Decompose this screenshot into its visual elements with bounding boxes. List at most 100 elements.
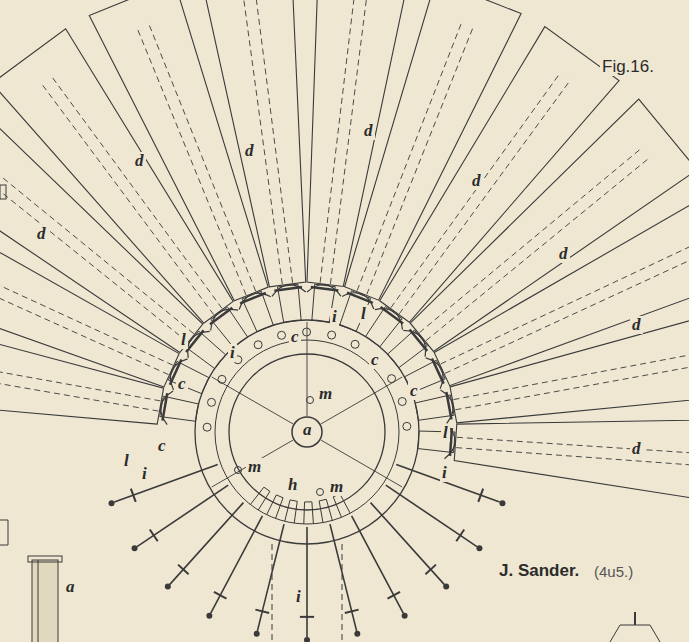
rod-collar — [255, 610, 269, 613]
rod-i — [396, 464, 499, 502]
part-letter: a — [64, 578, 77, 596]
part-letter: d — [362, 122, 375, 140]
rod-collar — [214, 592, 227, 599]
rod-i — [137, 485, 228, 547]
hole-m — [235, 467, 242, 474]
part-letter: i — [140, 465, 149, 483]
signature: (4u5.) — [592, 564, 635, 580]
block-c — [388, 330, 428, 368]
arm-dashed-line — [455, 358, 689, 410]
rod-collar — [388, 592, 401, 599]
rod-knob — [499, 500, 505, 506]
spoke — [212, 377, 293, 424]
blade-outline — [200, 0, 305, 287]
arm-dashed-line — [457, 437, 689, 456]
bar-l — [311, 287, 339, 290]
part-letter: m — [317, 385, 334, 403]
lobe — [426, 358, 443, 389]
part-letter: c — [156, 437, 168, 455]
part-letter: i — [330, 308, 339, 326]
hole-m — [307, 397, 314, 404]
bolt — [218, 375, 226, 383]
part-letter: m — [246, 458, 263, 476]
lobe — [342, 293, 374, 309]
notch — [319, 499, 332, 522]
blade-outline — [450, 302, 689, 423]
rod-knob — [443, 584, 449, 590]
part-letter: l — [441, 424, 450, 442]
notch — [333, 494, 350, 517]
rod-i — [371, 503, 445, 585]
notch — [304, 502, 314, 524]
bar-l — [210, 308, 232, 325]
rod-knob — [402, 613, 408, 619]
rod-collar — [478, 489, 483, 502]
part-letter: d — [133, 152, 146, 170]
column-cap — [28, 556, 62, 562]
part-letter: h — [286, 476, 299, 494]
part-letter: l — [179, 331, 188, 349]
bar-l — [432, 358, 444, 383]
rod-collar — [178, 565, 189, 575]
figure-number: Fig.16. — [600, 58, 656, 76]
arm-dashed-line — [456, 448, 689, 469]
guide-dashed-line — [272, 544, 273, 642]
rod-collar — [425, 565, 436, 575]
bolt — [278, 331, 286, 339]
lobe — [307, 285, 341, 297]
part-letter: l — [359, 305, 368, 323]
bar-l — [410, 329, 428, 350]
bar-l — [381, 307, 403, 323]
part-letter: i — [440, 464, 449, 482]
block-c — [186, 331, 226, 368]
shaft-a — [292, 417, 322, 447]
part-letter: c — [289, 328, 301, 346]
part-letter: d — [630, 440, 643, 458]
edge-part — [0, 520, 8, 545]
bolt — [207, 398, 215, 406]
signature: J. Sander. — [497, 562, 581, 580]
rod-i — [257, 524, 284, 631]
rod-knob — [132, 545, 138, 551]
blades — [0, 0, 689, 510]
rod-knob — [304, 637, 310, 642]
part-letter: c — [408, 382, 420, 400]
bolt — [254, 341, 262, 349]
arm-dashed-line — [453, 346, 689, 400]
part-letter: d — [557, 245, 570, 263]
column-shade — [38, 560, 39, 642]
bar-l — [347, 293, 373, 303]
arm-dashed-line — [256, 0, 293, 283]
rod-collar — [150, 529, 158, 541]
spoke — [212, 440, 293, 487]
rod-collar — [345, 610, 359, 613]
guide-dashed-line — [342, 544, 343, 642]
rod-i — [211, 516, 263, 613]
rod-knob — [206, 613, 212, 619]
bar-l — [162, 393, 167, 420]
bolt — [328, 331, 336, 339]
part-letter: d — [243, 142, 256, 160]
bolt — [203, 423, 211, 431]
arm-dashed-line — [243, 0, 282, 284]
edge-part — [610, 625, 660, 642]
rod-knob — [109, 500, 115, 506]
notch — [267, 495, 283, 519]
rod-i — [386, 485, 477, 547]
bar-l — [450, 428, 452, 456]
rod-knob — [354, 631, 360, 637]
notch — [250, 487, 270, 510]
part-letter: c — [176, 375, 188, 393]
part-letter: m — [328, 478, 345, 496]
edge-part — [634, 612, 636, 625]
rod-collar — [456, 529, 464, 541]
part-letter: c — [369, 351, 381, 369]
bolt — [403, 422, 411, 430]
bolt — [398, 398, 406, 406]
part-letter: a — [301, 421, 314, 439]
rod-collar — [131, 489, 136, 502]
rod-i — [306, 527, 308, 637]
lobe — [441, 390, 454, 424]
